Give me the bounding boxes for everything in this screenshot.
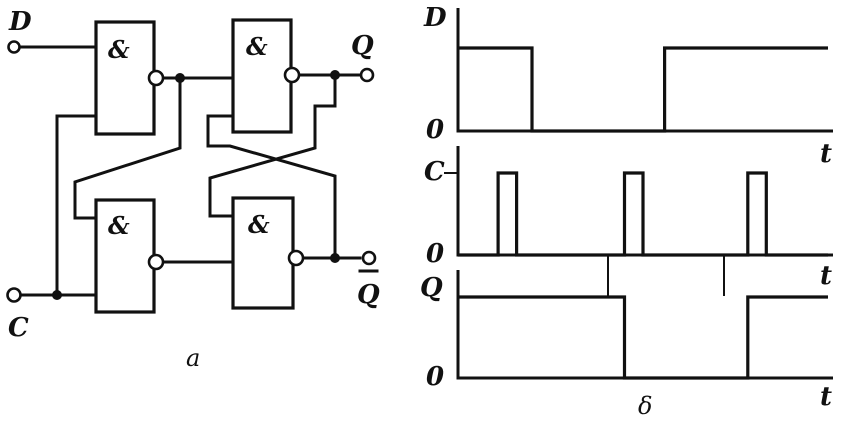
q-zero-label: 0 [426, 362, 444, 392]
junction-qbar [330, 253, 340, 263]
d-signal-trace [458, 46, 828, 133]
gate-2-symbol: & [246, 32, 268, 61]
q-axis [456, 270, 833, 380]
terminal-q-bar [361, 250, 377, 266]
d-time-label: t [820, 139, 832, 169]
d-axis-label: D [423, 3, 447, 33]
terminal-d [7, 40, 21, 54]
q-axis-label: Q [420, 273, 443, 303]
wire-gate1-to-gate3 [73, 76, 182, 220]
terminal-c [6, 287, 22, 303]
gate-3-symbol: & [108, 211, 130, 240]
c-signal-trace [458, 171, 828, 257]
nand-gate-3 [94, 198, 156, 314]
gate-1-inverter-bubble [147, 69, 165, 87]
nand-gate-2 [231, 18, 293, 134]
caption-delta: δ [638, 392, 652, 420]
timing-diagram: D 0 t C 0 t Q 0 t δ [420, 3, 833, 420]
wire-c-to-gate1 [55, 114, 98, 297]
junction-c [52, 290, 62, 300]
label-output-q-bar: Q [357, 280, 380, 310]
c-axis [456, 146, 833, 257]
terminal-q [359, 67, 375, 83]
wire-q-to-gate4 [208, 73, 337, 218]
caption-a: a [186, 344, 200, 372]
c-time-label: t [820, 261, 832, 291]
gate-4-symbol: & [248, 210, 270, 239]
alignment-lines [607, 255, 725, 296]
q-time-label: t [820, 382, 832, 412]
gate-3-inverter-bubble [147, 253, 165, 271]
d-zero-label: 0 [426, 115, 444, 145]
label-input-c: C [8, 313, 29, 343]
c-axis-label: C [424, 157, 445, 187]
label-output-q: Q [351, 31, 374, 61]
gate-2-inverter-bubble [283, 66, 301, 84]
label-input-d: D [8, 7, 32, 37]
q-signal-trace [458, 295, 828, 380]
nand-gate-4 [231, 196, 295, 310]
gate-1-symbol: & [108, 35, 130, 64]
gate-4-inverter-bubble [287, 249, 305, 267]
d-axis [456, 8, 833, 133]
junction-gate1-out [175, 73, 185, 83]
c-zero-label: 0 [426, 239, 444, 269]
junction-q [330, 70, 340, 80]
wire-qbar-to-gate2 [206, 114, 337, 260]
logic-circuit: & & & & D C Q Q a [6, 7, 380, 372]
